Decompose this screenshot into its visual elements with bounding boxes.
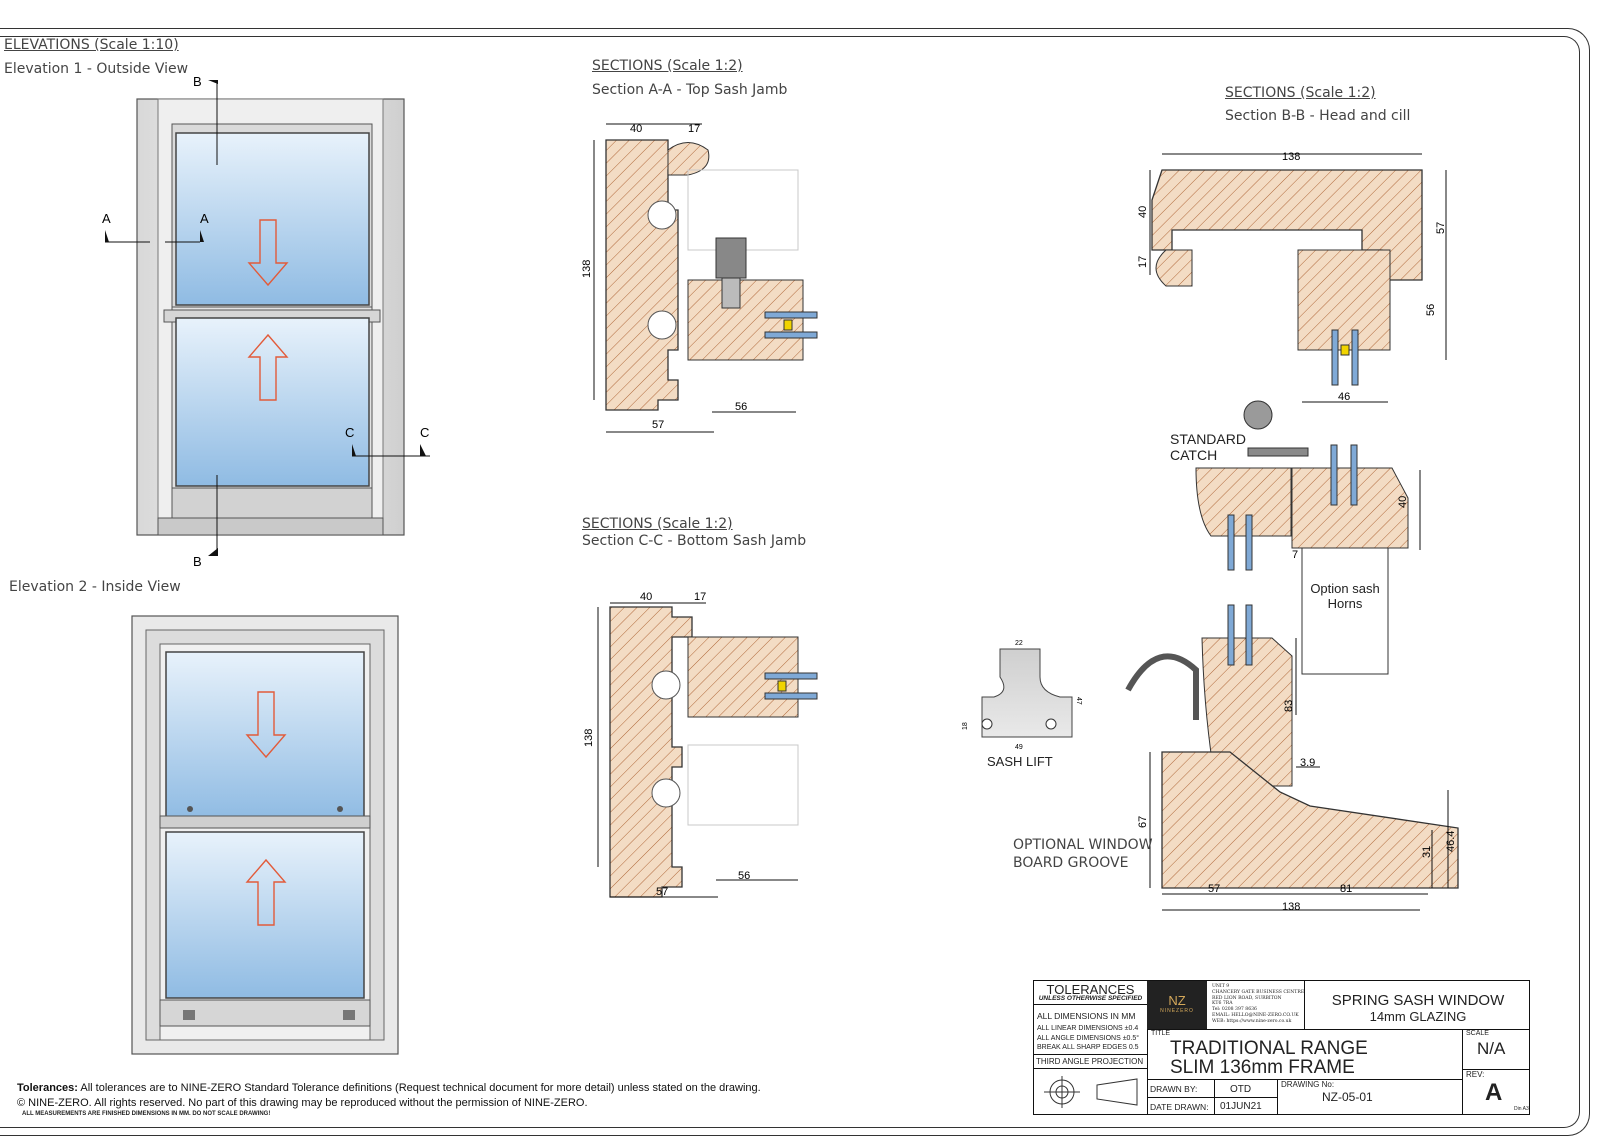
section-aa-title: Section A-A - Top Sash Jamb bbox=[592, 82, 788, 98]
bb-dim-3-9: 3.9 bbox=[1300, 757, 1315, 769]
outer-border bbox=[0, 28, 1590, 1136]
tolerances-subtitle: UNLESS OTHERWISE SPECIFIED bbox=[1038, 995, 1143, 1002]
cc-dim-17: 17 bbox=[694, 591, 706, 603]
scale-label: SCALE bbox=[1466, 1030, 1489, 1037]
drawing-title: TRADITIONAL RANGE SLIM 136mm FRAME bbox=[1170, 1038, 1368, 1078]
copyright-note: © NINE-ZERO. All rights reserved. No par… bbox=[17, 1097, 588, 1109]
lift-dim-47: 47 bbox=[1075, 697, 1082, 705]
tolerance-line-2: ALL LINEAR DIMENSIONS ±0.4 bbox=[1037, 1025, 1139, 1032]
bb-dim-56: 56 bbox=[1425, 304, 1437, 316]
cc-dim-56: 56 bbox=[738, 870, 750, 882]
sheet-size: Din A3 bbox=[1514, 1106, 1529, 1112]
bb-dim-67: 67 bbox=[1137, 816, 1149, 828]
tolerance-note: Tolerances: All tolerances are to NINE-Z… bbox=[17, 1082, 761, 1094]
section-cc-title: Section C-C - Bottom Sash Jamb bbox=[582, 533, 807, 549]
aa-dim-56: 56 bbox=[735, 401, 747, 413]
bb-dim-46: 46 bbox=[1338, 391, 1350, 403]
tolerance-line-3: ALL ANGLE DIMENSIONS ±0.5° bbox=[1037, 1035, 1140, 1042]
section-bb-drawing: 138 40 17 57 56 46 40 7 83 3.9 67 57 81 … bbox=[1125, 151, 1459, 913]
bb-dim-83: 83 bbox=[1283, 700, 1295, 712]
rev-label: REV: bbox=[1466, 1070, 1485, 1079]
projection-label: THIRD ANGLE PROJECTION bbox=[1036, 1057, 1144, 1066]
cc-dim-57: 57 bbox=[656, 886, 668, 898]
title-label: TITLE bbox=[1151, 1030, 1171, 1037]
cc-dim-138: 138 bbox=[583, 729, 595, 747]
drawing-number: NZ-05-01 bbox=[1322, 1090, 1373, 1104]
svg-text:B: B bbox=[193, 554, 202, 569]
section-aa-drawing: 40 17 138 56 57 bbox=[581, 123, 818, 433]
lift-dim-18: 18 bbox=[962, 722, 969, 730]
measurement-note: ALL MEASUREMENTS ARE FINISHED DIMENSIONS… bbox=[22, 1111, 271, 1117]
section-cc-heading: SECTIONS (Scale 1:2) bbox=[582, 516, 733, 532]
drawn-by-label: DRAWN BY: bbox=[1150, 1084, 1198, 1094]
tolerance-line-4: BREAK ALL SHARP EDGES 0.5 bbox=[1037, 1044, 1139, 1051]
sash-horns-label: Option sash Horns bbox=[1310, 581, 1380, 611]
bb-dim-17: 17 bbox=[1137, 256, 1149, 268]
svg-text:A: A bbox=[200, 211, 209, 226]
company-logo: NZ NINEZERO bbox=[1147, 981, 1207, 1029]
elevation-1-title: Elevation 1 - Outside View bbox=[4, 61, 189, 77]
lift-dim-22: 22 bbox=[1015, 640, 1023, 647]
bb-dim-31: 31 bbox=[1421, 846, 1433, 858]
third-angle-projection-icon bbox=[1044, 1076, 1138, 1108]
elevations-heading: ELEVATIONS (Scale 1:10) bbox=[4, 37, 179, 53]
drawn-by-value: OTD bbox=[1230, 1084, 1252, 1095]
bb-dim-cill-57: 57 bbox=[1208, 883, 1220, 895]
bb-dim-mid-40: 40 bbox=[1397, 496, 1409, 508]
bb-dim-138: 138 bbox=[1282, 151, 1300, 163]
aa-dim-17: 17 bbox=[688, 123, 700, 135]
svg-text:B: B bbox=[193, 74, 202, 89]
date-drawn-value: 01JUN21 bbox=[1220, 1101, 1262, 1112]
section-aa-heading: SECTIONS (Scale 1:2) bbox=[592, 58, 743, 74]
lift-dim-49: 49 bbox=[1015, 744, 1023, 751]
tolerances-panel: TOLERANCES UNLESS OTHERWISE SPECIFIED AL… bbox=[1034, 981, 1148, 1115]
aa-dim-40: 40 bbox=[630, 123, 642, 135]
drawing-number-label: DRAWING No: bbox=[1281, 1080, 1335, 1089]
date-drawn-label: DATE DRAWN: bbox=[1150, 1102, 1209, 1112]
sash-lift-label: SASH LIFT bbox=[987, 754, 1053, 769]
bb-dim-40: 40 bbox=[1137, 206, 1149, 218]
bb-dim-46-4: 46.4 bbox=[1445, 831, 1457, 852]
bb-dim-57: 57 bbox=[1435, 222, 1447, 234]
section-bb-title: Section B-B - Head and cill bbox=[1225, 108, 1411, 124]
bb-dim-7: 7 bbox=[1292, 549, 1298, 561]
product-name: SPRING SASH WINDOW 14mm GLAZING bbox=[1331, 992, 1505, 1025]
window-board-groove-label: OPTIONAL WINDOW BOARD GROOVE bbox=[1013, 837, 1153, 871]
tolerances-title: TOLERANCES bbox=[1046, 982, 1135, 997]
elevation-2-drawing bbox=[131, 615, 399, 1055]
title-block: TOLERANCES UNLESS OTHERWISE SPECIFIED AL… bbox=[1033, 980, 1530, 1115]
sash-lift-drawing: 22 47 18 49 bbox=[962, 640, 1082, 751]
elevation-2-title: Elevation 2 - Inside View bbox=[9, 579, 181, 595]
aa-dim-138: 138 bbox=[581, 260, 593, 278]
standard-catch-label: STANDARD CATCH bbox=[1170, 431, 1246, 463]
rev-value: A bbox=[1485, 1079, 1503, 1106]
bb-dim-cill-138: 138 bbox=[1282, 901, 1300, 913]
inner-border bbox=[0, 36, 1580, 1128]
scale-value: N/A bbox=[1477, 1039, 1506, 1058]
elevation-1-drawing: B B A A C C bbox=[102, 74, 430, 569]
bb-dim-81: 81 bbox=[1340, 883, 1352, 895]
svg-text:C: C bbox=[420, 425, 429, 440]
section-bb-heading: SECTIONS (Scale 1:2) bbox=[1225, 85, 1376, 101]
tolerance-line-1: ALL DIMENSIONS IN MM bbox=[1037, 1011, 1136, 1021]
section-cc-drawing: 40 17 138 56 57 bbox=[583, 591, 818, 898]
svg-text:A: A bbox=[102, 211, 111, 226]
svg-text:C: C bbox=[345, 425, 354, 440]
aa-dim-57: 57 bbox=[652, 419, 664, 431]
cc-dim-40: 40 bbox=[640, 591, 652, 603]
company-address: UNIT 9 CHANCERY GATE BUSINESS CENTRE RED… bbox=[1212, 984, 1305, 1024]
